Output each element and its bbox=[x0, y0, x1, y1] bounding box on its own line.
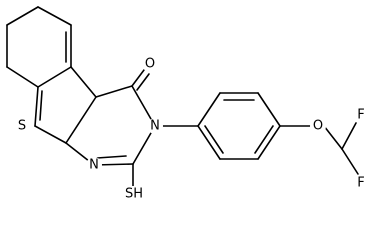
bond-double-inner bbox=[136, 73, 150, 91]
bond bbox=[6, 6, 39, 26]
bond-double-inner bbox=[39, 90, 43, 121]
ether-oxygen-label: O bbox=[313, 119, 323, 134]
bond bbox=[257, 92, 281, 127]
thiol-label: SH bbox=[125, 187, 143, 202]
bond bbox=[6, 66, 39, 88]
bond-double-inner bbox=[96, 155, 127, 159]
structure-diagram: O S N N SH O F F bbox=[6, 6, 369, 202]
bond bbox=[37, 66, 72, 88]
bond bbox=[70, 66, 97, 98]
thiophene-ring bbox=[34, 66, 97, 144]
bond bbox=[95, 85, 133, 98]
difluoromethoxy-group bbox=[279, 122, 359, 175]
bond bbox=[37, 6, 72, 26]
bond bbox=[257, 125, 281, 160]
pyrimidinone-ring bbox=[65, 69, 156, 187]
bond bbox=[197, 92, 221, 127]
fluorine-bottom-label: F bbox=[357, 176, 364, 191]
bond bbox=[323, 125, 343, 150]
bond-double-inner bbox=[254, 125, 274, 154]
cyclohexene-ring bbox=[6, 6, 72, 88]
fluorine-top-label: F bbox=[357, 108, 364, 123]
bond bbox=[34, 125, 67, 144]
bond bbox=[65, 96, 97, 144]
bond bbox=[131, 69, 145, 87]
bond-double-inner bbox=[204, 125, 224, 154]
bond bbox=[341, 122, 357, 150]
phenyl-ring bbox=[197, 92, 281, 160]
thiophene-sulfur-label: S bbox=[18, 119, 26, 134]
bond bbox=[341, 148, 359, 175]
aryl-nitrogen-label: N bbox=[150, 119, 160, 134]
bond bbox=[197, 125, 221, 160]
bond bbox=[34, 86, 39, 127]
ring-nitrogen-label: N bbox=[89, 158, 99, 173]
carbonyl-oxygen-label: O bbox=[145, 57, 155, 72]
molecule-canvas: O S N N SH O F F bbox=[6, 6, 369, 202]
atom-labels: O S N N SH O F F bbox=[14, 56, 369, 202]
